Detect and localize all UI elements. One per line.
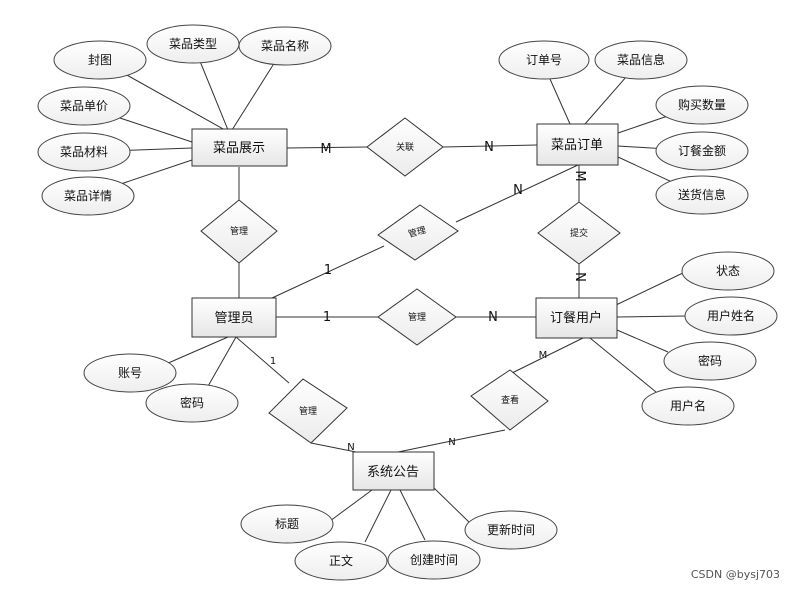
attribute-label: 密码 [698,353,722,368]
attribute-label: 标题 [275,517,299,531]
connector [329,489,373,522]
entity-dish-order: 菜品订单 [536,123,619,166]
cardinality-label: N [347,442,354,453]
attribute-amount: 订餐金额 [655,131,749,171]
relation-label: 提交 [570,227,588,239]
entity-label: 管理员 [214,311,253,326]
relation-manage-user: 管理 [377,288,457,346]
connector [310,442,357,453]
relation-label: 关联 [396,141,414,153]
attribute-label: 创建时间 [410,553,458,567]
attribute-admin-account: 账号 [83,353,177,393]
attribute-dish-type: 菜品类型 [146,24,240,64]
cardinality-label: M [539,350,548,361]
attribute-label: 菜品信息 [617,52,665,67]
attribute-label: 购买数量 [678,97,726,112]
attribute-label: 菜品单价 [60,99,108,113]
cardinality-label: 1 [270,356,276,367]
connector [206,336,237,389]
cardinality-label: 1 [323,310,331,325]
attribute-label: 更新时间 [487,522,535,537]
attribute-label: 订单号 [526,53,562,67]
connector [616,329,669,353]
entity-admin: 管理员 [191,297,277,338]
relation-manage-notice: 管理 [268,378,348,444]
connector [589,337,657,393]
attribute-dish-detail: 菜品详情 [41,176,135,216]
attribute-label: 封图 [88,53,112,67]
relation-link: 关联 [366,117,444,177]
connector [286,146,368,149]
entity-system-notice: 系统公告 [352,451,435,491]
attribute-label: 用户姓名 [707,308,755,323]
attribute-created-time: 创建时间 [387,540,481,580]
cardinality-label: N [484,140,494,155]
cardinality-label: N [572,272,587,282]
attribute-dish-info: 菜品信息 [594,40,688,80]
attribute-label: 账号 [118,366,142,380]
attribute-label: 菜品材料 [60,145,108,159]
cardinality-label: 1 [324,263,332,278]
connector [235,336,290,384]
attribute-dish-material: 菜品材料 [37,132,131,172]
entity-dish-display: 菜品展示 [191,128,288,167]
attribute-order-no: 订单号 [498,40,590,80]
attribute-quantity: 购买数量 [655,85,749,125]
attribute-label: 密码 [180,395,204,410]
connector [271,245,385,299]
attribute-title: 标题 [240,504,334,544]
connector [165,336,229,365]
entity-label: 菜品订单 [551,138,603,153]
relation-manage-order: 管理 [377,204,459,261]
cardinality-label: N [488,310,498,325]
attribute-label: 正文 [329,553,353,568]
cardinality-label: N [448,437,455,448]
attribute-admin-password: 密码 [145,383,239,423]
connector [364,489,392,543]
attribute-delivery: 送货信息 [655,175,749,215]
relation-label: 管理 [230,225,248,237]
connector [616,315,687,318]
entity-label: 系统公告 [367,465,419,480]
attribute-status: 状态 [681,251,775,291]
connector [455,164,579,223]
attribute-label: 用户名 [670,398,706,413]
entity-order-user: 订餐用户 [535,297,618,339]
connector [397,429,506,453]
attribute-cover: 封图 [53,40,147,80]
relation-label: 管理 [299,405,317,417]
relation-label: 管理 [408,311,426,323]
watermark-text: CSDN @bysj703 [690,568,780,581]
attribute-label: 状态 [716,264,740,278]
attribute-username: 用户名 [641,386,735,426]
cardinality-label: M [320,142,331,157]
attribute-label: 送货信息 [678,187,726,202]
attribute-user-realname: 用户姓名 [684,296,778,336]
attribute-user-password: 密码 [663,341,757,381]
attribute-label: 菜品名称 [261,38,309,53]
connector [511,336,586,374]
relation-label: 查看 [501,394,519,406]
attribute-updated-time: 更新时间 [464,510,558,550]
connector [615,271,686,306]
attribute-body: 正文 [294,541,388,581]
attribute-dish-name: 菜品名称 [238,26,332,66]
relation-manage-display: 管理 [200,199,278,264]
attribute-label: 菜品详情 [64,188,112,203]
attribute-label: 菜品类型 [169,37,217,51]
connector [433,487,471,524]
connector [442,144,538,148]
entity-label: 订餐用户 [550,310,602,326]
relation-submit: 提交 [537,201,621,265]
connector [399,489,426,541]
attribute-dish-price: 菜品单价 [37,86,131,126]
relation-view: 查看 [470,369,549,431]
cardinality-label: M [572,170,587,181]
attribute-label: 订餐金额 [678,143,726,158]
cardinality-label: N [513,183,523,198]
entity-label: 菜品展示 [213,141,265,156]
